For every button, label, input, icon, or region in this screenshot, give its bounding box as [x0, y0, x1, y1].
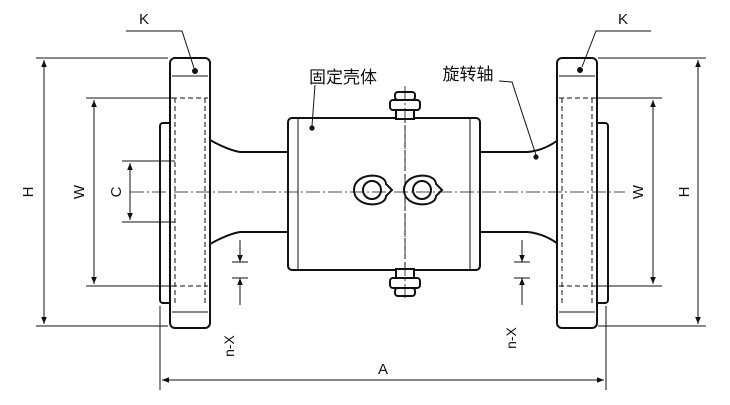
leader-lines — [126, 30, 651, 156]
label-a: A — [378, 361, 388, 378]
dimension-a — [159, 306, 607, 390]
center-lines — [130, 86, 625, 300]
label-nx-right: n-X — [503, 326, 519, 348]
label-h-left: H — [20, 187, 37, 198]
dimension-w-left — [86, 97, 172, 287]
label-k-left: K — [139, 11, 149, 28]
label-fixed-housing: 固定壳体 — [309, 68, 377, 88]
right-flange — [556, 57, 609, 329]
housing-marker-dot — [309, 125, 315, 131]
dimension-h-left — [36, 57, 168, 327]
dimension-c — [122, 160, 175, 223]
bolt-hole-right — [577, 67, 583, 73]
label-c: C — [108, 186, 125, 197]
dimension-h-right — [598, 57, 706, 327]
dimension-nx-left — [232, 240, 248, 305]
label-h-right: H — [676, 187, 693, 198]
center-ports — [352, 174, 444, 206]
label-k-right: K — [618, 11, 628, 28]
dimension-nx-right — [514, 240, 530, 305]
label-w-left: W — [71, 184, 88, 199]
bolt-hole-left — [192, 68, 198, 74]
label-w-right: W — [630, 184, 647, 199]
dimension-w-right — [594, 97, 662, 287]
shaft-marker-dot — [533, 154, 539, 160]
label-nx-left: n-X — [221, 334, 237, 356]
label-rotating-shaft: 旋转轴 — [443, 65, 494, 85]
